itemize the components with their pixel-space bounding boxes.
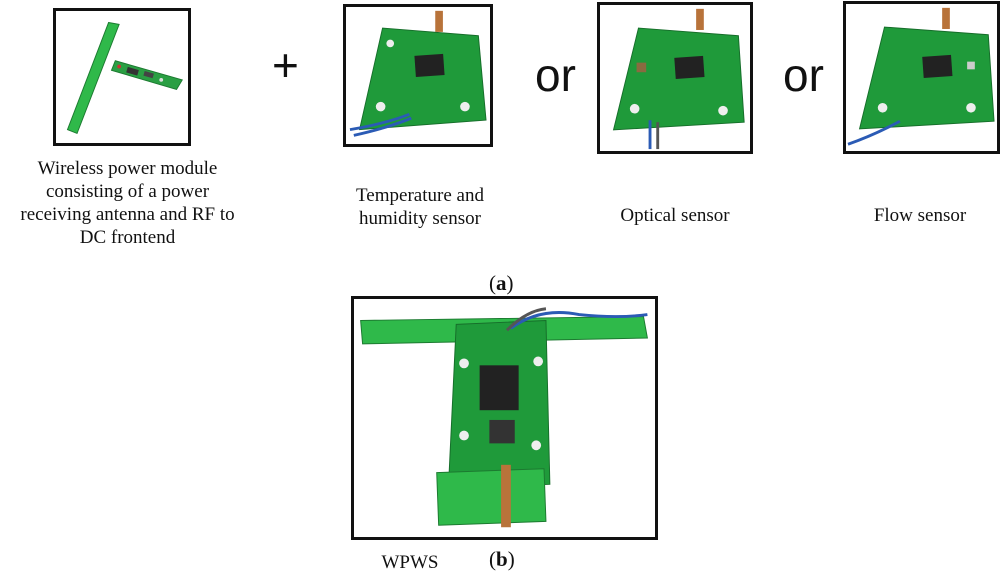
flow-sensor-image — [843, 1, 1000, 154]
temperature-humidity-sensor-image — [343, 4, 493, 147]
flow-sensor-caption: Flow sensor — [873, 205, 967, 226]
flow-sensor-board-illustration — [847, 7, 995, 146]
temperature-humidity-sensor-caption: Temperature and humidity sensor — [356, 185, 484, 229]
or-word-2: or — [783, 49, 824, 101]
panel-a-label: (a) — [489, 271, 514, 295]
temperature-humidity-board-illustration — [349, 10, 487, 137]
panel-b-label: (b) — [489, 547, 515, 571]
wireless-power-module-illustration — [66, 21, 183, 135]
optical-sensor-caption: Optical sensor — [620, 205, 730, 226]
optical-sensor-board-illustration — [612, 8, 745, 150]
wpws-assembled-image — [351, 296, 658, 540]
or-word-1: or — [535, 49, 576, 101]
wpws-caption: WPWS — [381, 552, 439, 573]
wpws-assembly-illustration — [360, 307, 648, 528]
optical-sensor-image — [597, 2, 753, 154]
wireless-power-module-caption: Wireless power module consisting of a po… — [20, 158, 235, 248]
wireless-power-module-image — [53, 8, 191, 146]
plus-symbol: + — [272, 39, 299, 91]
